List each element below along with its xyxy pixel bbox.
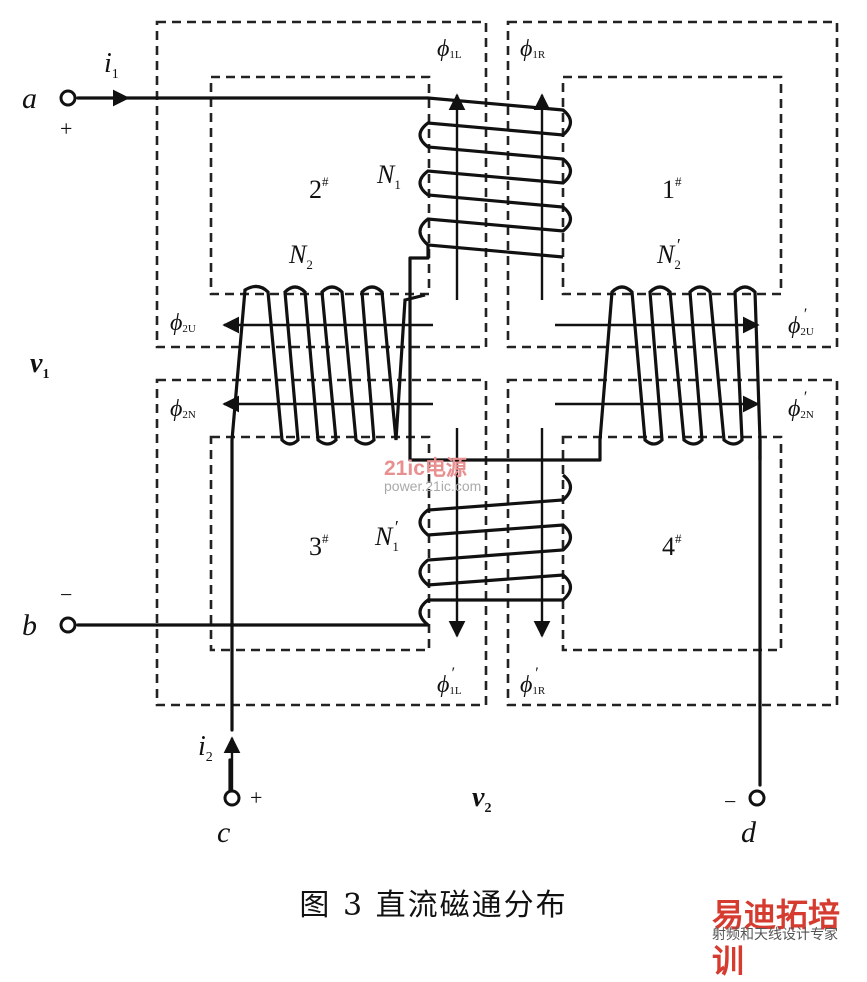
- window-1-outline: [561, 75, 783, 296]
- voltage-v2-label: v2: [472, 782, 491, 816]
- core-quadrant-upper-right-outer: [506, 20, 839, 349]
- window-3-outline: [209, 435, 431, 652]
- current-i1-label: i1: [104, 48, 119, 82]
- winding-N1: [76, 96, 573, 442]
- winding-N1-prime: [76, 438, 602, 627]
- terminal-b[interactable]: [59, 616, 77, 634]
- winding-N2-label: N2: [288, 240, 313, 272]
- core-quadrant-lower-left-outer: [155, 378, 488, 707]
- winding-N1-label: N1: [376, 160, 401, 192]
- terminal-c-label: c: [217, 816, 230, 849]
- window-2-outline: [209, 75, 431, 296]
- terminal-a[interactable]: [59, 89, 77, 107]
- voltage-v1-label: v1: [30, 348, 49, 382]
- watermark-21ic-url: power.21ic.com: [384, 478, 482, 494]
- watermark-edatop-tagline: 射频和天线设计专家: [712, 927, 838, 943]
- terminal-d[interactable]: [748, 789, 766, 807]
- window-3-label: 3#: [309, 531, 329, 561]
- terminal-c[interactable]: [223, 789, 241, 807]
- winding-N2-prime-label: N2′: [656, 235, 681, 272]
- flux-2N-label: ϕ2N: [170, 396, 196, 422]
- winding-N1-prime-label: N1′: [374, 517, 399, 554]
- transformer-flux-diagram: a b c d + − + − i1 i2 v1 v2 1# 2# 3# 4# …: [22, 20, 839, 849]
- polarity-a: +: [60, 116, 72, 141]
- flux-1R-prime-label: ϕ1R′: [520, 665, 546, 698]
- window-4-label: 4#: [662, 531, 682, 561]
- figure-caption: 图 3 直流磁通分布: [299, 888, 568, 923]
- polarity-c: +: [250, 785, 262, 810]
- flux-1L-label: ϕ1L: [437, 36, 462, 62]
- core-quadrant-upper-left-outer: [155, 20, 488, 349]
- flux-2U-label: ϕ2U: [170, 310, 196, 336]
- terminal-b-label: b: [22, 609, 37, 642]
- flux-1R-label: ϕ1R: [520, 36, 546, 62]
- polarity-d: −: [724, 789, 736, 814]
- window-2-label: 2#: [309, 174, 329, 204]
- winding-N2-prime: [598, 285, 762, 787]
- terminal-d-label: d: [741, 816, 757, 849]
- core-quadrant-lower-right-outer: [506, 378, 839, 707]
- watermark-21ic: 21ic电源: [384, 457, 467, 480]
- polarity-b: −: [60, 582, 72, 607]
- terminal-a-label: a: [22, 82, 37, 115]
- flux-2U-prime-label: ϕ2U′: [788, 306, 814, 339]
- window-1-label: 1#: [662, 174, 682, 204]
- window-4-outline: [561, 435, 783, 652]
- flux-2N-prime-label: ϕ2N′: [788, 389, 814, 422]
- flux-1L-prime-label: ϕ1L′: [437, 665, 462, 698]
- current-i2-label: i2: [198, 731, 213, 765]
